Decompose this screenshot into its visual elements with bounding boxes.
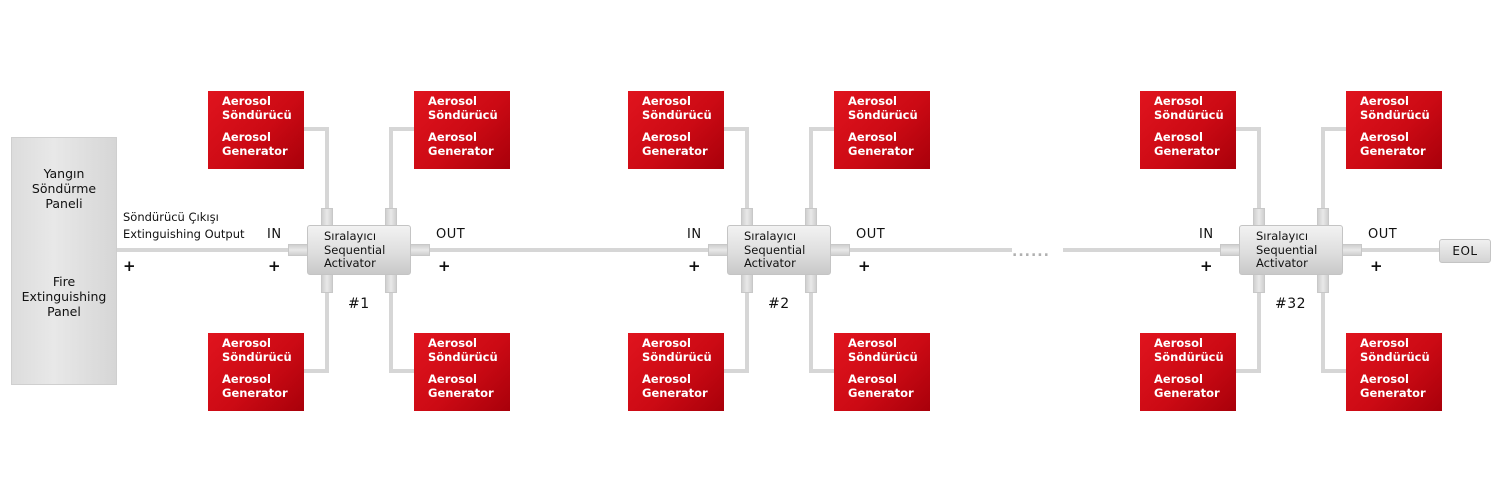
in-polarity: + <box>268 257 281 275</box>
branch-wire <box>1235 127 1261 212</box>
out-polarity: + <box>1370 257 1383 275</box>
activator-terminal <box>1340 244 1362 256</box>
in-label: IN <box>687 227 702 242</box>
branch-wire <box>809 288 836 373</box>
branch-wire <box>389 127 416 212</box>
out-polarity: + <box>438 257 451 275</box>
in-polarity: + <box>688 257 701 275</box>
panel-label-tr: Yangın Söndürme Paneli <box>31 166 97 211</box>
branch-wire <box>1321 288 1348 373</box>
activator-number: #32 <box>1275 296 1307 312</box>
activator-terminal <box>321 273 333 293</box>
panel-label-en: Fire Extinguishing Panel <box>21 274 107 319</box>
branch-wire <box>809 127 836 212</box>
end-of-line-terminator: EOL <box>1439 239 1491 263</box>
activator-terminal <box>828 244 850 256</box>
branch-wire <box>1235 288 1261 373</box>
panel-output-label: Söndürücü Çıkışı Extinguishing Output <box>123 210 245 241</box>
activator-terminal <box>385 273 397 293</box>
activator-terminal <box>1317 273 1329 293</box>
activator-number: #1 <box>348 296 370 312</box>
branch-wire <box>303 288 329 373</box>
activator-terminal <box>741 273 753 293</box>
continuation-dots: ...... <box>1012 244 1050 260</box>
out-label: OUT <box>1368 227 1398 242</box>
branch-wire <box>389 288 416 373</box>
in-polarity: + <box>1200 257 1213 275</box>
activator-terminal <box>408 244 430 256</box>
activator-terminal <box>805 273 817 293</box>
activator-terminal <box>1253 273 1265 293</box>
out-label: OUT <box>856 227 886 242</box>
out-label: OUT <box>436 227 466 242</box>
activator-number: #2 <box>768 296 790 312</box>
in-label: IN <box>267 227 282 242</box>
fire-extinguishing-panel: Yangın Söndürme Paneli Fire Extinguishin… <box>11 137 117 385</box>
branch-wire <box>723 288 749 373</box>
branch-wire <box>1321 127 1348 212</box>
out-polarity: + <box>858 257 871 275</box>
branch-wire <box>303 127 329 212</box>
in-label: IN <box>1199 227 1214 242</box>
branch-wire <box>723 127 749 212</box>
panel-output-polarity: + <box>123 257 136 275</box>
